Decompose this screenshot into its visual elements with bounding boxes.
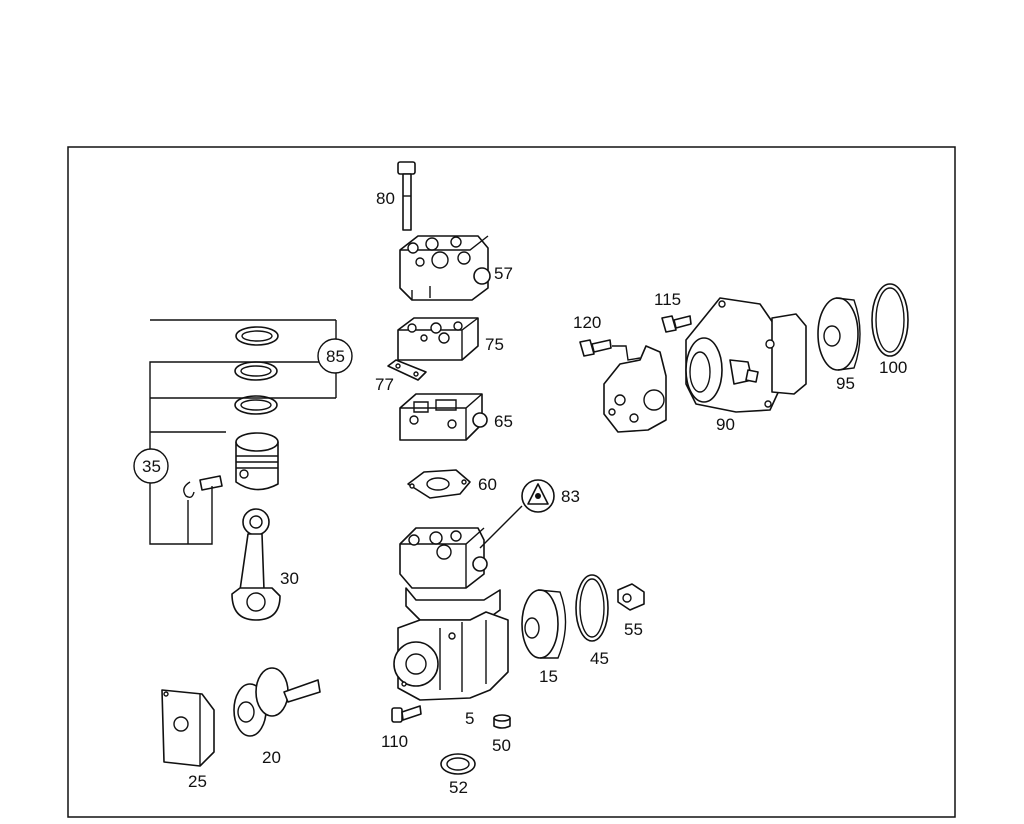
callout-bracket-lines	[149, 319, 337, 545]
callout-15: 15	[539, 667, 558, 686]
callout-85: 85	[326, 347, 345, 366]
callout-110: 110	[381, 732, 408, 751]
part-57-cylinder-head[interactable]	[399, 235, 491, 301]
part-60-gasket[interactable]	[407, 469, 471, 499]
callout-20: 20	[262, 748, 281, 767]
part-80-cylinder-head-bolt[interactable]	[397, 161, 416, 231]
callout-83: 83	[561, 487, 580, 506]
callout-100: 100	[879, 358, 907, 377]
part-115-bolt[interactable]	[661, 315, 692, 333]
part-35-piston-pin-clip[interactable]	[183, 475, 223, 499]
part-120-bolt[interactable]	[579, 339, 641, 361]
part-90-pump-housing[interactable]	[685, 297, 807, 413]
callout-60: 60	[478, 475, 497, 494]
part-25-end-cover[interactable]	[161, 689, 215, 767]
callout-35: 35	[142, 457, 161, 476]
callout-95: 95	[836, 374, 855, 393]
part-15-gear[interactable]	[521, 589, 567, 659]
part-85-piston-rings[interactable]	[234, 326, 279, 415]
callout-57: 57	[494, 264, 513, 283]
part-100-o-ring[interactable]	[871, 283, 909, 357]
part-75-valve-plate[interactable]	[397, 317, 479, 361]
part-83-valve-disc[interactable]	[479, 479, 555, 549]
part-20-crankshaft[interactable]	[233, 667, 321, 737]
callout-50: 50	[492, 736, 511, 755]
callout-52: 52	[449, 778, 468, 797]
callout-115: 115	[654, 290, 681, 309]
callout-45: 45	[590, 649, 609, 668]
part-95-pump-gear[interactable]	[817, 297, 861, 371]
callout-5: 5	[465, 709, 474, 728]
part-52-seal-ring[interactable]	[440, 753, 476, 775]
callout-80: 80	[376, 189, 395, 208]
callout-30: 30	[280, 569, 299, 588]
part-55-nut[interactable]	[617, 583, 645, 611]
callout-120: 120	[573, 313, 601, 332]
part-110-bolt[interactable]	[391, 705, 422, 723]
piston[interactable]	[235, 432, 279, 491]
part-77-reed-valve[interactable]	[387, 359, 427, 381]
part-5-compressor-body[interactable]	[393, 527, 509, 701]
callout-75: 75	[485, 335, 504, 354]
callout-65: 65	[494, 412, 513, 431]
part-45-o-ring[interactable]	[575, 574, 609, 642]
callout-90: 90	[716, 415, 735, 434]
callout-55: 55	[624, 620, 643, 639]
part-50-cap[interactable]	[493, 714, 511, 729]
diagram-border	[67, 146, 956, 818]
callout-85-circle	[317, 338, 353, 374]
part-30-connecting-rod[interactable]	[231, 508, 281, 621]
callout-25: 25	[188, 772, 207, 791]
part-steering-pump-cover[interactable]	[603, 345, 667, 433]
callout-77: 77	[375, 375, 394, 394]
callout-35-circle	[133, 448, 169, 484]
part-65-head-gasket[interactable]	[399, 393, 488, 441]
